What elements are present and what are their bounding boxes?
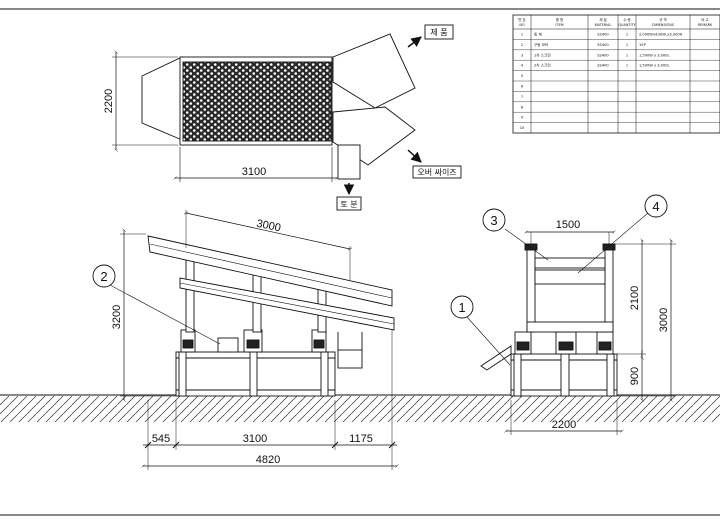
table-cell: 1차 스크린 [534, 52, 551, 57]
table-header-en: REMARK [698, 23, 713, 27]
table-header-kr: 비 고 [701, 17, 708, 22]
label-oversize: 오버 싸이즈 [417, 167, 456, 177]
label-soil: 토 분 [340, 200, 357, 209]
top-frame-left [141, 56, 183, 141]
balloon-3-label: 3 [490, 213, 497, 228]
end-view [466, 212, 676, 435]
table-cell: 5 [521, 74, 523, 78]
table-header-en: MATERIAL [595, 23, 612, 27]
table-header-en: ITEM [555, 23, 563, 27]
side-height-dim: 3200 [111, 305, 123, 329]
balloon-2: 2 [92, 264, 116, 288]
top-soil-chute [337, 144, 361, 180]
end-screen-lower [534, 269, 606, 285]
side-dim-left: 545 [152, 433, 170, 445]
table-cell: 15P [639, 43, 647, 47]
product-arrow [407, 36, 422, 48]
side-dim-mid: 3100 [243, 433, 267, 445]
table-cell: SS400 [597, 33, 609, 37]
balloon-4-label: 4 [652, 199, 659, 214]
label-product: 제 품 [430, 28, 447, 37]
table-cell: 1 [521, 33, 523, 37]
incline-dim-line [186, 213, 350, 249]
end-chute [480, 345, 512, 371]
side-dim-right: 1175 [349, 433, 373, 445]
table-frame [512, 14, 720, 134]
table-cell: 9 [521, 116, 524, 120]
table-cell: SS400 [597, 53, 609, 57]
table-cell: SS400 [597, 64, 609, 68]
oversize-label-box [412, 165, 462, 179]
end-screen-upper [534, 257, 606, 269]
lower-deck [179, 277, 395, 331]
incline-dim: 3000 [255, 218, 281, 235]
table-cell: 2,000Wx4,800Lx3,000H [639, 33, 683, 37]
sheet-border [0, 8, 720, 516]
side-soil-hopper [337, 349, 363, 369]
side-post-1 [185, 249, 195, 333]
top-product-chute [332, 33, 416, 109]
table-cell: 6 [521, 85, 524, 89]
end-width-dim: 2200 [552, 419, 576, 431]
top-height-dim: 2200 [103, 89, 115, 113]
end-total-dim: 3000 [658, 308, 670, 332]
balloon-1-label: 1 [458, 300, 465, 315]
table-cell: SS400 [597, 43, 609, 47]
balloon-3: 3 [482, 208, 506, 232]
table-cell: 동 체 [534, 32, 542, 37]
oversize-arrow [407, 149, 422, 163]
soil-label-box [336, 196, 362, 211]
drive-motor [217, 337, 239, 353]
table-header-kr: 번 호 [518, 17, 525, 22]
table-cell: 1 [626, 33, 628, 37]
table-header-en: QUANTITY [618, 23, 636, 27]
top-view [112, 24, 462, 211]
table-header-en: NO [519, 23, 525, 27]
table-cell: 3 [521, 53, 523, 57]
table-cell: 7 [521, 95, 523, 99]
table-header-kr: 수 량 [623, 17, 630, 22]
table-cell: 10 [520, 126, 525, 130]
ground [0, 394, 720, 422]
table-cell: 1,500W x 3,000L [639, 64, 670, 68]
end-frame [526, 247, 536, 333]
perforated-screen [182, 61, 332, 142]
table-cell: 1 [626, 53, 628, 57]
balloon-1: 1 [450, 295, 474, 319]
table-cell: 2차 스크린 [534, 63, 551, 68]
table-header-kr: 규 격 [659, 17, 666, 22]
table-header-en: DIMENSIONS [652, 23, 674, 27]
end-upper-dim: 2100 [629, 286, 641, 310]
end-base-dim: 900 [629, 367, 641, 385]
table-cell: 1,500W x 3,000L [639, 53, 670, 57]
product-label-box [424, 24, 454, 40]
end-top-dim: 1500 [556, 219, 580, 231]
side-view [109, 210, 397, 470]
table-cell: 4 [521, 64, 524, 68]
table-cell: 2 [521, 43, 523, 47]
table-header-kr: 품 명 [556, 17, 563, 22]
table-header-kr: 재 질 [599, 17, 606, 22]
table-cell: 1 [626, 43, 628, 47]
side-dim-total: 4820 [256, 454, 280, 466]
table-cell: 구동 모터 [534, 42, 548, 47]
table-cell: 8 [521, 105, 524, 109]
balloon-2-label: 2 [100, 269, 107, 284]
top-width-dim: 3100 [242, 166, 266, 178]
table-cell: 1 [626, 64, 628, 68]
balloon-4: 4 [644, 194, 668, 218]
